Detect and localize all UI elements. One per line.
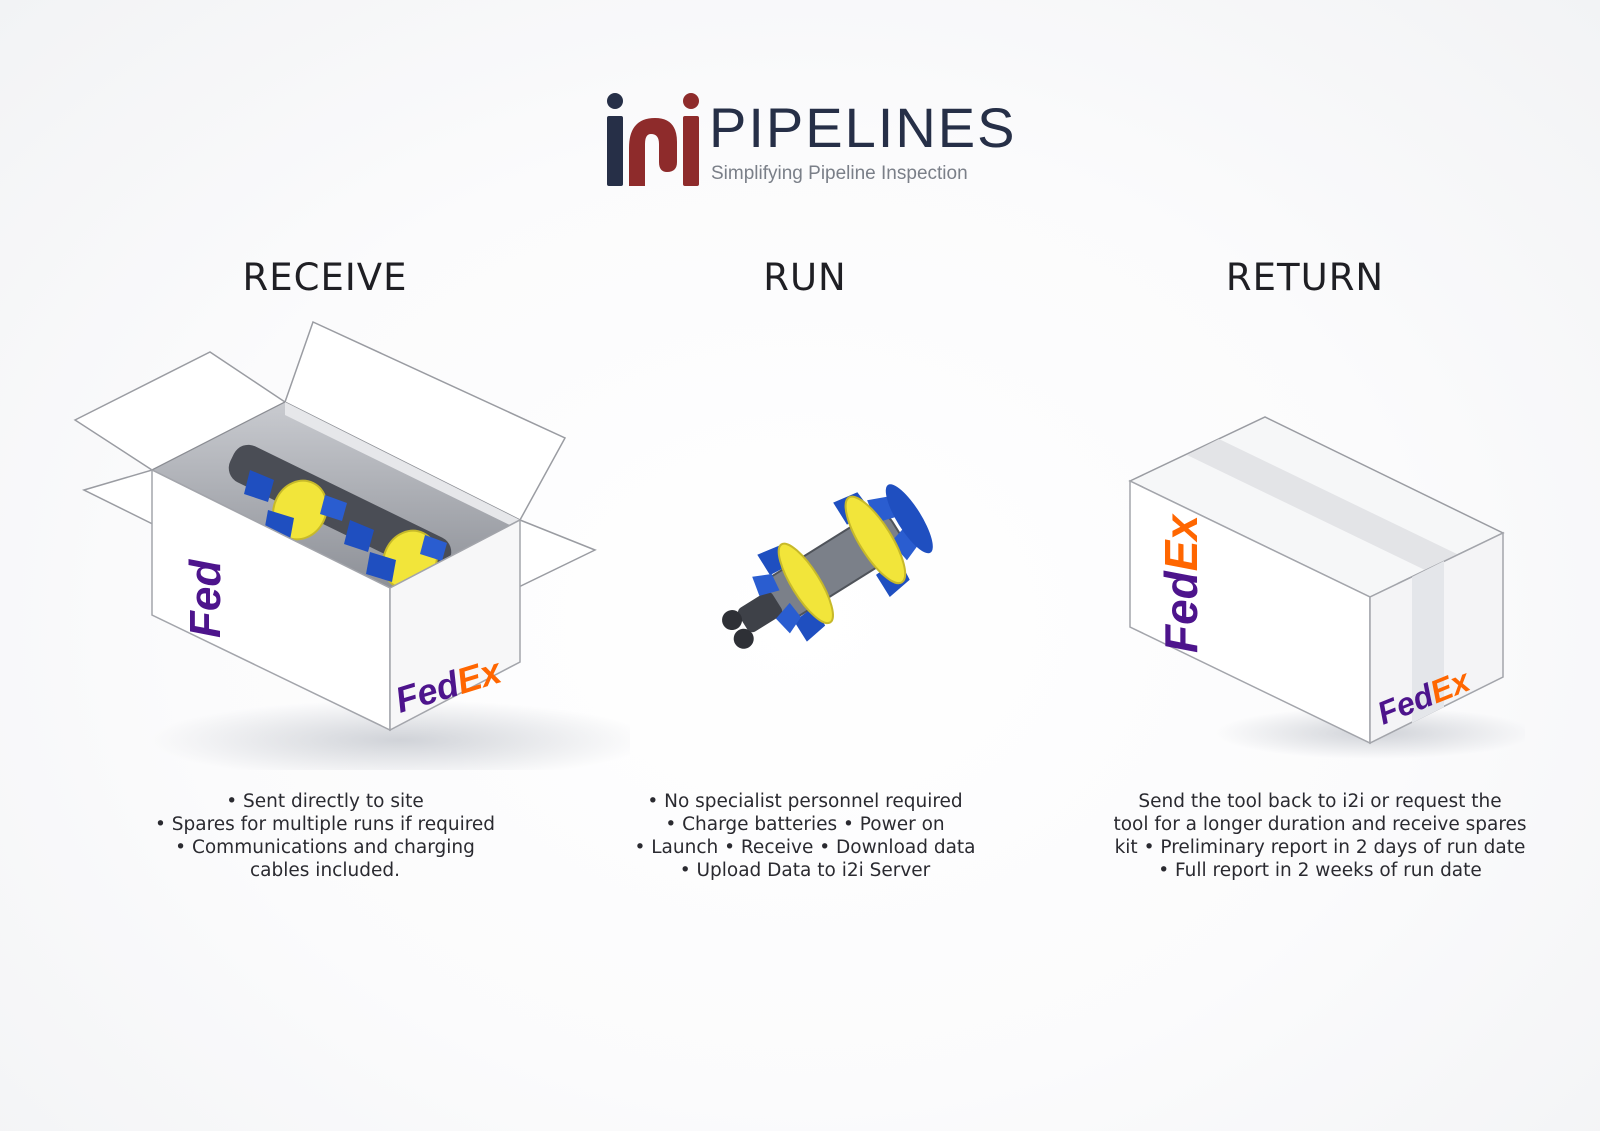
fedex-side-logo: FedEx (1155, 513, 1207, 653)
description-line: cables included. (250, 860, 400, 881)
step-description-receive: • Sent directly to site • Spares for mul… (115, 790, 535, 882)
open-box-icon: Fed FedEx (73, 320, 630, 770)
step-title-run: RUN (763, 256, 847, 299)
description-line: • Spares for multiple runs if required (154, 814, 496, 835)
logo-wordmark: PIPELINES (709, 96, 1017, 159)
i2i-logo-mark-icon (607, 93, 699, 186)
step-description-run: • No specialist personnel required • Cha… (595, 790, 1015, 882)
closed-box-icon: FedEx FedEx (1128, 416, 1525, 759)
step-description-return: Send the tool back to i2i or request the… (1100, 790, 1540, 882)
description-line: Send the tool back to i2i or request the (1138, 791, 1502, 812)
description-line: • No specialist personnel required (647, 791, 963, 812)
inspection-tool-icon (722, 484, 933, 649)
description-line: • Launch • Receive • Download data (634, 837, 976, 858)
fedex-side-logo: Fed (181, 559, 230, 638)
description-line: • Full report in 2 weeks of run date (1158, 860, 1482, 881)
company-logo: PIPELINES Simplifying Pipeline Inspectio… (605, 92, 1014, 192)
step-title-return: RETURN (1225, 256, 1385, 299)
description-line: • Upload Data to i2i Server (679, 860, 931, 881)
logo-tagline: Simplifying Pipeline Inspection (711, 163, 968, 184)
description-line: • Charge batteries • Power on (665, 814, 945, 835)
step-title-receive: RECEIVE (242, 256, 408, 299)
description-line: • Sent directly to site (226, 791, 424, 812)
description-line: tool for a longer duration and receive s… (1113, 814, 1527, 835)
description-line: • Communications and charging (175, 837, 475, 858)
description-line: kit • Preliminary report in 2 days of ru… (1114, 837, 1526, 858)
svg-text:FedEx: FedEx (1155, 513, 1207, 653)
